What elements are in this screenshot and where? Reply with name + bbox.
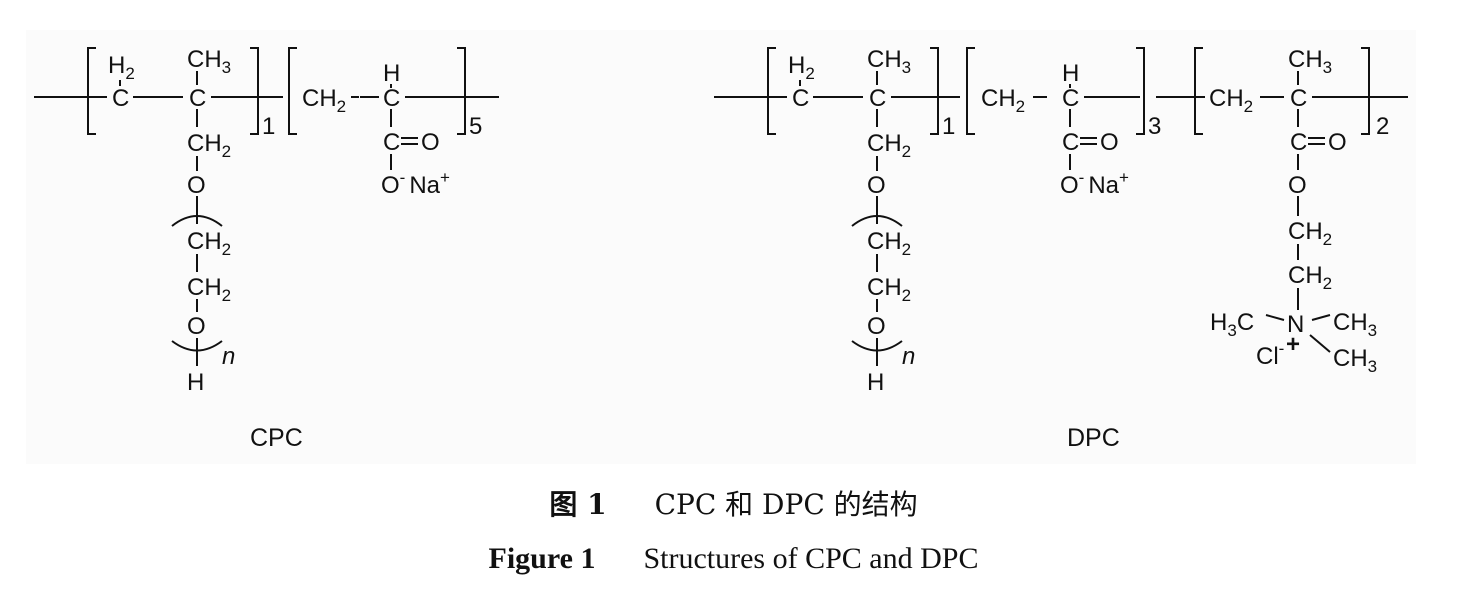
cpc-name-label: CPC — [250, 424, 303, 452]
svg-text:H2: H2 — [788, 52, 815, 83]
svg-text:C: C — [1062, 85, 1079, 112]
svg-text:CH2: CH2 — [981, 85, 1025, 116]
svg-text:O: O — [1288, 172, 1307, 199]
svg-text:CH2: CH2 — [1288, 218, 1332, 249]
figure-caption-english: Figure 1 Structures of CPC and DPC — [0, 542, 1467, 576]
svg-text:C: C — [1290, 129, 1307, 156]
svg-text:O: O — [1328, 129, 1347, 156]
dpc-anion: Cl — [1256, 343, 1279, 370]
figure-caption-chinese: 图 1 CPC 和 DPC 的结构 — [0, 483, 1467, 523]
svg-text:CH2: CH2 — [302, 85, 346, 116]
dpc-counter-ion: Na — [1088, 172, 1119, 199]
figure-panel: H2 C CH3 C CH2 O CH2 CH2 O n H 1 CH2 H C… — [26, 30, 1416, 464]
svg-text:O: O — [1100, 129, 1119, 156]
cpc-repeat-1-label: 1 — [262, 113, 275, 140]
caption-cn-text: CPC 和 DPC 的结构 — [654, 488, 918, 521]
svg-text:C: C — [112, 85, 129, 112]
svg-text:CH3: CH3 — [187, 46, 231, 77]
svg-text:H: H — [383, 60, 400, 87]
structures-diagram: H2 C CH3 C CH2 O CH2 CH2 O n H 1 CH2 H C… — [34, 46, 1408, 452]
svg-text:O: O — [187, 172, 206, 199]
svg-text:N: N — [1287, 311, 1304, 338]
svg-text:CH2: CH2 — [1209, 85, 1253, 116]
svg-text:CH3: CH3 — [1333, 309, 1377, 340]
svg-text:C: C — [189, 85, 206, 112]
svg-text:CH3: CH3 — [1333, 345, 1377, 376]
svg-text:CH3: CH3 — [867, 46, 911, 77]
svg-text:H: H — [867, 369, 884, 396]
svg-text:C: C — [1062, 129, 1079, 156]
svg-text:C: C — [1290, 85, 1307, 112]
svg-text:O: O — [421, 129, 440, 156]
svg-text:C: C — [383, 85, 400, 112]
cpc-structure: H2 C CH3 C CH2 O CH2 CH2 O n H 1 CH2 H C… — [34, 46, 499, 452]
dpc-repeat-3-label: 2 — [1376, 113, 1389, 140]
svg-text:O-Na+: O-Na+ — [381, 168, 450, 199]
dpc-repeat-1-label: 1 — [942, 113, 955, 140]
caption-cn-label: 图 1 — [549, 488, 607, 521]
svg-text:CH2: CH2 — [867, 274, 911, 305]
svg-text:CH2: CH2 — [187, 130, 231, 161]
caption-en-label: Figure 1 — [488, 542, 596, 575]
svg-text:H3C: H3C — [1210, 309, 1254, 340]
svg-text:H: H — [187, 369, 204, 396]
cpc-counter-ion: Na — [409, 172, 440, 199]
dpc-peg-repeat-label: n — [902, 343, 915, 370]
svg-text:H2: H2 — [108, 52, 135, 83]
svg-text:Cl-: Cl- — [1256, 339, 1284, 370]
svg-text:O-Na+: O-Na+ — [1060, 168, 1129, 199]
svg-text:CH2: CH2 — [867, 228, 911, 259]
cpc-repeat-2-label: 5 — [469, 113, 482, 140]
dpc-repeat-2-label: 3 — [1148, 113, 1161, 140]
svg-text:H: H — [1062, 60, 1079, 87]
svg-text:O: O — [867, 172, 886, 199]
dpc-name-label: DPC — [1067, 424, 1120, 452]
caption-en-text: Structures of CPC and DPC — [643, 542, 979, 575]
svg-text:O: O — [867, 313, 886, 340]
svg-text:C: C — [383, 129, 400, 156]
svg-text:C: C — [792, 85, 809, 112]
svg-text:CH2: CH2 — [187, 228, 231, 259]
svg-text:CH2: CH2 — [1288, 262, 1332, 293]
svg-text:CH3: CH3 — [1288, 46, 1332, 77]
svg-text:CH2: CH2 — [867, 130, 911, 161]
svg-text:O: O — [187, 313, 206, 340]
svg-text:CH2: CH2 — [187, 274, 231, 305]
cpc-peg-repeat-label: n — [222, 343, 235, 370]
dpc-structure: H2 C CH3 C CH2 O CH2 CH2 O n H 1 CH2 H C… — [714, 46, 1408, 452]
svg-text:C: C — [869, 85, 886, 112]
svg-text:+: + — [1286, 331, 1300, 358]
